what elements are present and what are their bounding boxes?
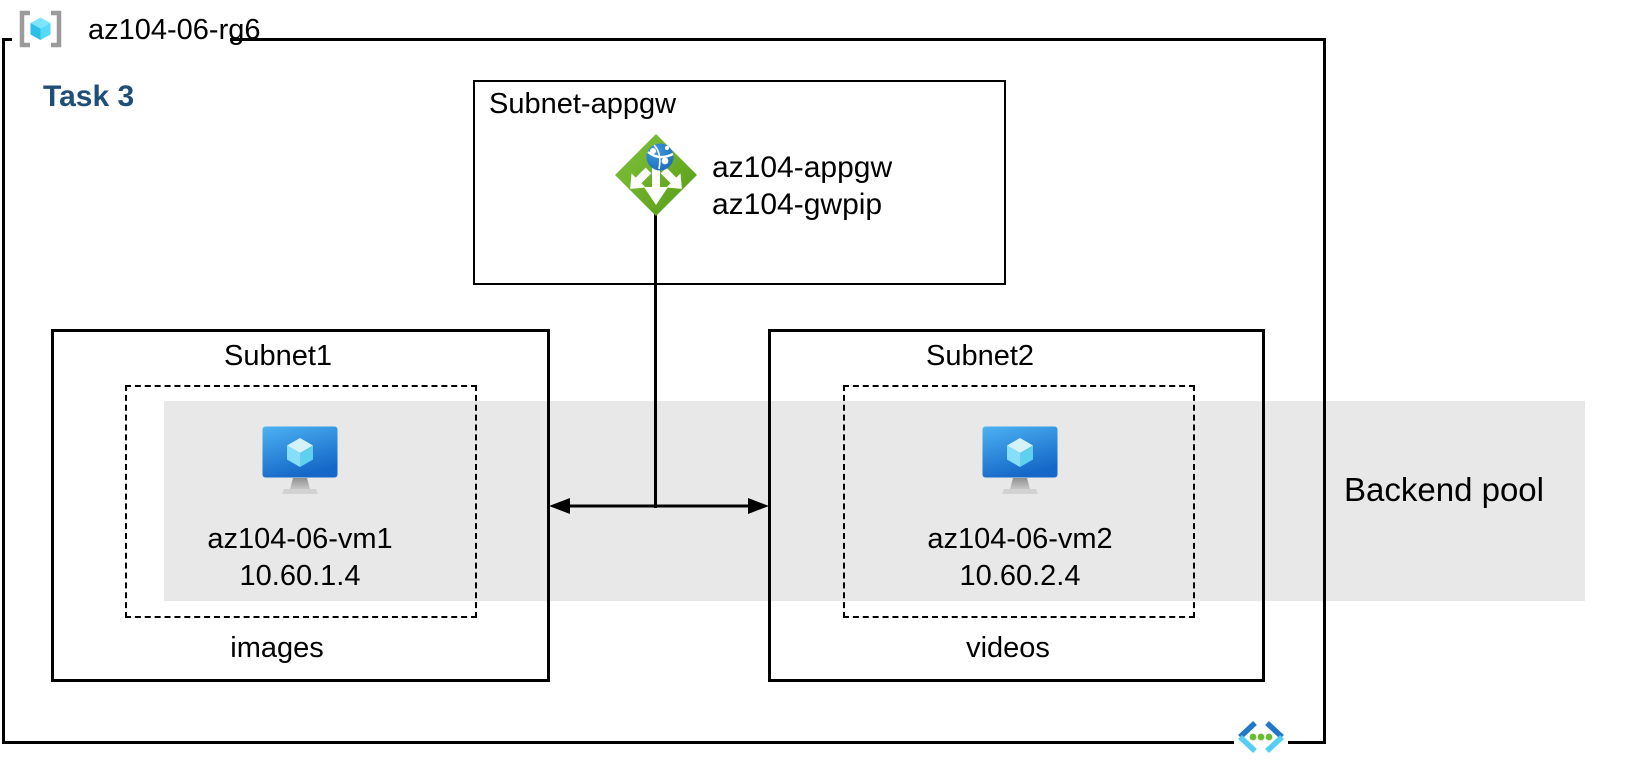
appgw-subnet-title: Subnet-appgw — [489, 88, 677, 120]
appgw-name-label: az104-appgw — [712, 151, 893, 184]
subnet2-box — [768, 329, 1265, 682]
subnet1-app-label: images — [230, 632, 324, 664]
vm1-labels: az104-06-vm1 10.60.1.4 — [150, 521, 450, 595]
vm1-ip-label: 10.60.1.4 — [239, 560, 361, 592]
virtual-machine-icon-vm2 — [982, 426, 1058, 498]
vm2-labels: az104-06-vm2 10.60.2.4 — [870, 521, 1170, 595]
appgw-subnet-box — [473, 80, 1006, 285]
application-gateway-icon — [612, 131, 700, 219]
gwpip-name-label: az104-gwpip — [712, 188, 883, 221]
subnet1-dashed-zone — [125, 385, 477, 618]
task-label: Task 3 — [43, 80, 135, 113]
connector-vertical-line — [654, 210, 657, 508]
subnet2-app-label: videos — [966, 632, 1050, 664]
connector-horizontal-arrow — [545, 494, 773, 518]
subnet2-title: Subnet2 — [925, 340, 1035, 372]
subnet1-box — [51, 329, 550, 682]
virtual-machine-icon-vm1 — [262, 426, 338, 498]
backend-pool-band — [164, 401, 1585, 601]
vm2-name-label: az104-06-vm2 — [927, 523, 1113, 555]
resource-group-name: az104-06-rg6 — [88, 14, 261, 46]
vm2-ip-label: 10.60.2.4 — [959, 560, 1081, 592]
subnet1-title: Subnet1 — [223, 340, 333, 372]
subnet2-dashed-zone — [843, 385, 1195, 618]
virtual-network-icon — [1234, 717, 1288, 757]
appgw-labels: az104-appgw az104-gwpip — [712, 149, 892, 223]
resource-group-box — [2, 38, 1326, 744]
backend-pool-label: Backend pool — [1344, 471, 1544, 508]
resource-group-icon — [17, 10, 64, 48]
vm1-name-label: az104-06-vm1 — [207, 523, 393, 555]
